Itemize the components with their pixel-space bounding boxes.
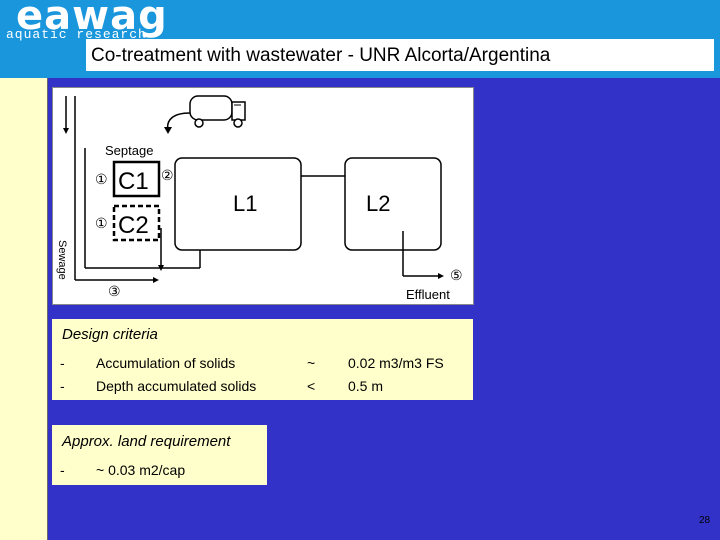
land-requirement-box: Approx. land requirement - ~ 0.03 m2/cap	[52, 425, 267, 485]
land-requirement-title: Approx. land requirement	[62, 433, 231, 450]
tank-c1	[112, 160, 161, 198]
arrow-right-icon-2	[438, 273, 444, 279]
design-criteria-box: Design criteria - Accumulation of solids…	[52, 319, 473, 400]
truck-icon	[164, 95, 246, 134]
left-accent-bar	[0, 78, 48, 540]
criteria-row: - Depth accumulated solids < 0.5 m	[52, 376, 473, 396]
arrow-down-icon-2	[158, 265, 164, 271]
criteria-dash: -	[60, 355, 65, 371]
marker-3: ③	[108, 283, 121, 299]
diagram-svg: Septage C1 C2 ① ① ② ③ ④ ⑤ L1 L2 Effluent…	[56, 95, 463, 302]
tank-c1-label: C1	[118, 168, 149, 195]
pond-l1-label: L1	[233, 191, 257, 216]
pond-l1	[174, 157, 302, 251]
marker-1-a: ①	[95, 171, 108, 187]
header-bar: eawag aquatic research Co-treatment with…	[0, 0, 720, 78]
criteria-value: 0.5 m	[348, 378, 384, 394]
title-box: Co-treatment with wastewater - UNR Alcor…	[85, 38, 715, 72]
arrow-right-icon	[153, 277, 159, 283]
sewage-label: Sewage	[56, 240, 68, 280]
marker-1-b: ①	[95, 215, 108, 231]
effluent-label: Effluent	[406, 287, 450, 302]
pond-l2	[344, 157, 442, 251]
criteria-operator: <	[307, 378, 316, 394]
criteria-operator: ~	[307, 355, 316, 371]
land-dash: -	[60, 462, 65, 478]
tank-c2	[112, 204, 161, 242]
tank-c2-label: C2	[118, 212, 149, 239]
marker-2: ②	[161, 167, 174, 183]
process-diagram: Septage C1 C2 ① ① ② ③ ④ ⑤ L1 L2 Effluent…	[52, 87, 474, 305]
marker-5: ⑤	[450, 267, 463, 283]
arrow-down-icon	[63, 128, 69, 134]
land-requirement-value: ~ 0.03 m2/cap	[96, 462, 186, 478]
criteria-value: 0.02 m3/m3 FS	[348, 355, 444, 371]
criteria-label: Depth accumulated solids	[96, 378, 257, 394]
septage-label: Septage	[105, 143, 153, 158]
criteria-dash: -	[60, 378, 65, 394]
criteria-row: - Accumulation of solids ~ 0.02 m3/m3 FS	[52, 353, 473, 373]
criteria-label: Accumulation of solids	[96, 355, 236, 371]
pond-l2-label: L2	[366, 191, 390, 216]
page-number: 28	[699, 515, 711, 526]
slide-title: Co-treatment with wastewater - UNR Alcor…	[91, 45, 551, 66]
eawag-logo: eawag	[16, 0, 168, 39]
land-requirement-row: - ~ 0.03 m2/cap	[52, 460, 267, 480]
design-criteria-title: Design criteria	[62, 326, 158, 343]
